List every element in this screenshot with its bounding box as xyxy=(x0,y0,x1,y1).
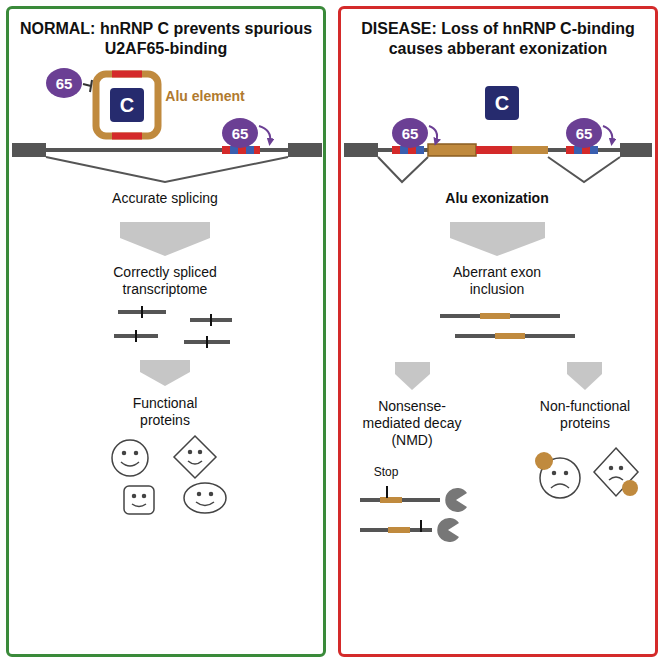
u2af65-circle: 65 xyxy=(46,68,82,98)
panel-box: DISEASE: Loss of hnRNP C-binding causes … xyxy=(338,6,658,657)
text-label: Alu element xyxy=(155,88,255,105)
node-label: 65 xyxy=(56,75,73,92)
hnrnpc-square: C xyxy=(485,86,519,120)
text-label: Nonsense-mediated decay (NMD) xyxy=(356,398,468,448)
panel-heading: DISEASE: Loss of hnRNP C-binding causes … xyxy=(351,19,645,58)
node-label: 65 xyxy=(576,125,593,142)
node-label: C xyxy=(495,92,509,115)
u2af65-circle: 65 xyxy=(222,118,258,148)
text-label: Aberrant exon inclusion xyxy=(437,264,557,298)
text-label: Non-functional proteins xyxy=(529,398,641,432)
hnrnpc-square: C xyxy=(110,88,144,122)
disease-gene xyxy=(344,126,652,542)
text-label: Functional proteins xyxy=(110,395,220,429)
text-label: Accurate splicing xyxy=(85,190,245,207)
panel-heading: NORMAL: hnRNP C prevents spurious U2AF65… xyxy=(19,19,313,58)
text-label: Correctly spliced transcriptome xyxy=(90,264,240,298)
node-label: 65 xyxy=(232,125,249,142)
u2af65-circle: 65 xyxy=(566,118,602,148)
normal-gene xyxy=(12,71,322,515)
node-label: C xyxy=(120,94,134,117)
text-label: Stop xyxy=(366,465,406,479)
node-label: 65 xyxy=(402,125,419,142)
u2af65-circle: 65 xyxy=(392,118,428,148)
text-label: Alu exonization xyxy=(412,190,582,207)
